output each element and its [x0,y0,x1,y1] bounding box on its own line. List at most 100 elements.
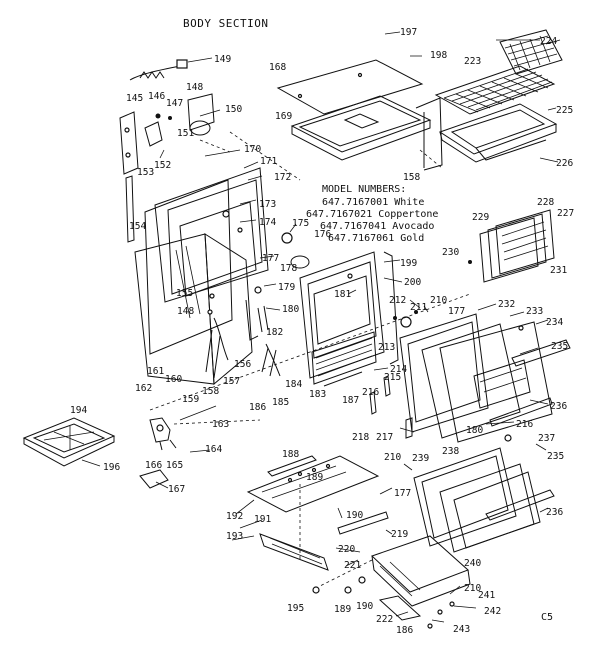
part-label-166: 166 [145,460,162,471]
top-panel-group [276,59,443,171]
part-label-174: 174 [259,217,276,228]
part-label-243: 243 [453,624,470,635]
part-label-162: 162 [135,383,152,394]
part-label-183: 183 [309,389,326,400]
door-hardware [323,310,418,439]
bottom-panel [246,455,380,513]
part-label-186a: 186 [249,402,266,413]
part-label-241: 241 [478,590,495,601]
part-label-190b: 190 [356,601,373,612]
part-label-155: 155 [176,288,193,299]
bottom-drawer-group [246,455,471,629]
lower-oven-door [399,313,571,443]
part-label-227: 227 [557,208,574,219]
part-label-222: 222 [376,614,393,625]
part-label-170: 170 [244,144,261,155]
part-label-186b: 186 [396,625,413,636]
part-label-175: 175 [292,218,309,229]
part-label-237: 237 [538,433,555,444]
part-label-220: 220 [338,544,355,555]
part-label-221: 221 [344,560,361,571]
model-number-gold: 647.7167061 Gold [328,233,424,244]
part-label-160: 160 [165,374,182,385]
model-numbers-heading: MODEL NUMBERS: [322,184,406,195]
part-label-180a: 180 [282,304,299,315]
part-label-169: 169 [275,111,292,122]
part-label-230: 230 [442,247,459,258]
part-label-172: 172 [274,172,291,183]
part-label-231: 231 [550,265,567,276]
part-label-151: 151 [177,128,194,139]
part-label-217: 217 [376,432,393,443]
part-label-178: 178 [280,263,297,274]
part-label-161: 161 [147,366,164,377]
range-body-group [134,167,269,386]
part-label-196: 196 [103,462,120,473]
part-label-229: 229 [472,212,489,223]
part-label-176: 176 [314,229,331,240]
part-label-234: 234 [546,317,563,328]
part-label-216a: 216 [362,387,379,398]
part-label-153: 153 [137,167,154,178]
left-small-parts [119,59,215,243]
part-label-158b: 158 [403,172,420,183]
part-label-213: 213 [378,342,395,353]
part-label-185: 185 [272,397,289,408]
part-label-239: 239 [412,453,429,464]
part-label-158a: 158 [202,386,219,397]
part-label-219: 219 [391,529,408,540]
storage-drawer-door [413,434,555,553]
oven-door-frame [299,251,399,385]
part-label-242: 242 [484,606,501,617]
part-label-159: 159 [182,394,199,405]
part-label-164: 164 [205,444,222,455]
oven-rack-group [434,29,563,115]
part-label-150: 150 [225,104,242,115]
part-label-210c: 210 [464,583,481,594]
back-panel [154,167,269,303]
part-label-189b: 189 [334,604,351,615]
part-label-148a: 148 [186,82,203,93]
part-label-148b: 148 [177,306,194,317]
part-label-180b: 180 [466,425,483,436]
assembly-guidelines [149,131,471,587]
part-label-211: 211 [410,302,427,313]
part-label-154: 154 [129,221,146,232]
part-label-194: 194 [70,405,87,416]
section-title: BODY SECTION [183,17,268,30]
model-number-coppertone: 647.7167021 Coppertone [306,209,438,220]
part-label-145: 145 [126,93,143,104]
corner-code: C5 [541,612,553,623]
drawer-tub [371,535,469,593]
hinge-parts [261,232,310,377]
part-label-167: 167 [168,484,185,495]
part-label-197: 197 [400,27,417,38]
part-label-199: 199 [400,258,417,269]
part-label-179: 179 [278,282,295,293]
part-label-156: 156 [234,359,251,370]
part-number-labels: 149 145 146 147 148 150 151 152 153 154 … [70,27,574,636]
part-label-235a: 235 [551,341,568,352]
part-label-195: 195 [287,603,304,614]
part-label-146: 146 [148,91,165,102]
part-label-157: 157 [223,376,240,387]
part-label-224: 224 [540,36,557,47]
part-label-182: 182 [266,327,283,338]
part-label-187: 187 [342,395,359,406]
part-label-216b: 216 [516,419,533,430]
part-label-226: 226 [556,158,573,169]
model-number-white: 647.7167001 White [322,197,424,208]
part-label-149: 149 [214,54,231,65]
part-label-163: 163 [212,419,229,430]
part-label-173: 173 [259,199,276,210]
part-label-232: 232 [498,299,515,310]
part-label-215: 215 [384,372,401,383]
part-label-165: 165 [166,460,183,471]
part-label-236b: 236 [546,507,563,518]
top-panel [276,59,424,115]
part-label-218: 218 [352,432,369,443]
part-label-210a: 210 [430,295,447,306]
part-label-184: 184 [285,379,302,390]
part-label-228: 228 [537,197,554,208]
